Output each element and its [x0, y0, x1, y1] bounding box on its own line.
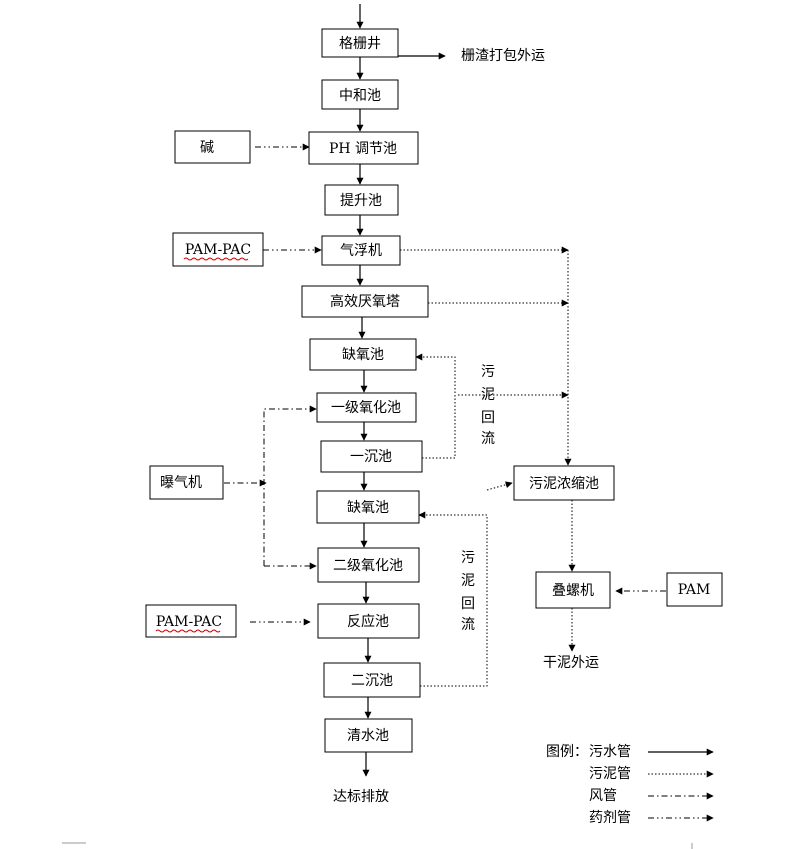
- legend-title: 图例：: [546, 744, 588, 760]
- box-ph-adjust: PH 调节池: [308, 131, 419, 165]
- sludge-flow-lines: [400, 246, 576, 687]
- svg-text:泥: 泥: [461, 573, 475, 589]
- svg-text:污: 污: [461, 550, 475, 566]
- svg-text:高效厌氧塔: 高效厌氧塔: [330, 293, 400, 310]
- legend-sludge-label: 污泥管: [589, 766, 631, 782]
- box-air-flotation: 气浮机: [321, 235, 401, 266]
- svg-text:PAM-PAC: PAM-PAC: [156, 614, 222, 630]
- svg-text:格栅井: 格栅井: [339, 36, 381, 52]
- svg-text:流: 流: [461, 617, 475, 633]
- box-oxidation-1: 一级氧化池: [316, 392, 417, 423]
- spellcheck-underline: [155, 629, 221, 633]
- box-anaerobic-tower: 高效厌氧塔: [301, 285, 429, 318]
- legend-chem-label: 药剂管: [589, 810, 631, 826]
- legend-air-label: 风管: [589, 788, 617, 804]
- svg-text:一级氧化池: 一级氧化池: [331, 400, 401, 416]
- chemical-dosing-lines: [250, 143, 666, 626]
- label-sludge-return-1: 污 泥 回 流: [481, 364, 495, 447]
- box-reaction: 反应池: [317, 603, 420, 639]
- legend: 图例： 污水管 污泥管 风管 药剂管: [546, 744, 714, 826]
- svg-text:叠螺机: 叠螺机: [552, 583, 594, 599]
- box-pam: PAM: [666, 572, 723, 607]
- box-clear-water: 清水池: [324, 718, 413, 753]
- svg-text:碱: 碱: [200, 140, 214, 156]
- svg-text:反应池: 反应池: [347, 613, 389, 630]
- box-blower: 曝气机: [149, 465, 224, 500]
- label-dry-sludge: 干泥外运: [543, 655, 599, 671]
- svg-text:回: 回: [481, 410, 495, 426]
- box-screw-press: 叠螺机: [535, 571, 611, 609]
- box-anoxic-2: 缺氧池: [316, 490, 420, 524]
- page-corner-marks: [62, 842, 693, 849]
- svg-text:一沉池: 一沉池: [350, 449, 392, 465]
- box-alkali: 碱: [174, 130, 251, 164]
- svg-text:气浮机: 气浮机: [340, 243, 382, 259]
- label-sludge-return-2: 污 泥 回 流: [461, 550, 475, 633]
- box-clarifier-2: 二沉池: [323, 662, 421, 698]
- svg-text:PH 调节池: PH 调节池: [329, 141, 397, 157]
- svg-text:二沉池: 二沉池: [351, 673, 393, 689]
- box-anoxic-1: 缺氧池: [309, 338, 417, 371]
- air-flow-lines: [224, 405, 317, 570]
- svg-text:缺氧池: 缺氧池: [342, 347, 384, 363]
- svg-text:曝气机: 曝气机: [160, 475, 202, 491]
- box-neutralization: 中和池: [321, 79, 399, 110]
- svg-text:污泥浓缩池: 污泥浓缩池: [529, 476, 599, 492]
- label-discharge: 达标排放: [333, 789, 389, 805]
- box-pam-pac-1: PAM-PAC: [172, 232, 264, 267]
- svg-text:提升池: 提升池: [340, 193, 382, 209]
- svg-text:泥: 泥: [481, 387, 495, 403]
- svg-text:缺氧池: 缺氧池: [347, 500, 389, 516]
- svg-text:回: 回: [461, 596, 475, 612]
- svg-text:PAM: PAM: [678, 582, 711, 598]
- svg-text:污: 污: [481, 364, 495, 380]
- box-oxidation-2: 二级氧化池: [317, 547, 420, 583]
- box-sludge-thickener: 污泥浓缩池: [513, 465, 615, 501]
- svg-text:PAM-PAC: PAM-PAC: [185, 242, 251, 258]
- water-flow-lines: [356, 4, 446, 777]
- spellcheck-underline: [183, 257, 249, 261]
- box-grille: 格栅井: [321, 28, 399, 58]
- box-clarifier-1: 一沉池: [320, 440, 423, 473]
- box-pam-pac-2: PAM-PAC: [145, 604, 237, 638]
- svg-text:清水池: 清水池: [347, 728, 389, 744]
- svg-text:流: 流: [481, 431, 495, 447]
- box-lift: 提升池: [324, 184, 399, 216]
- svg-text:二级氧化池: 二级氧化池: [333, 558, 403, 574]
- legend-water-label: 污水管: [589, 744, 631, 760]
- svg-text:中和池: 中和池: [339, 88, 381, 104]
- label-screenings: 栅渣打包外运: [461, 47, 545, 64]
